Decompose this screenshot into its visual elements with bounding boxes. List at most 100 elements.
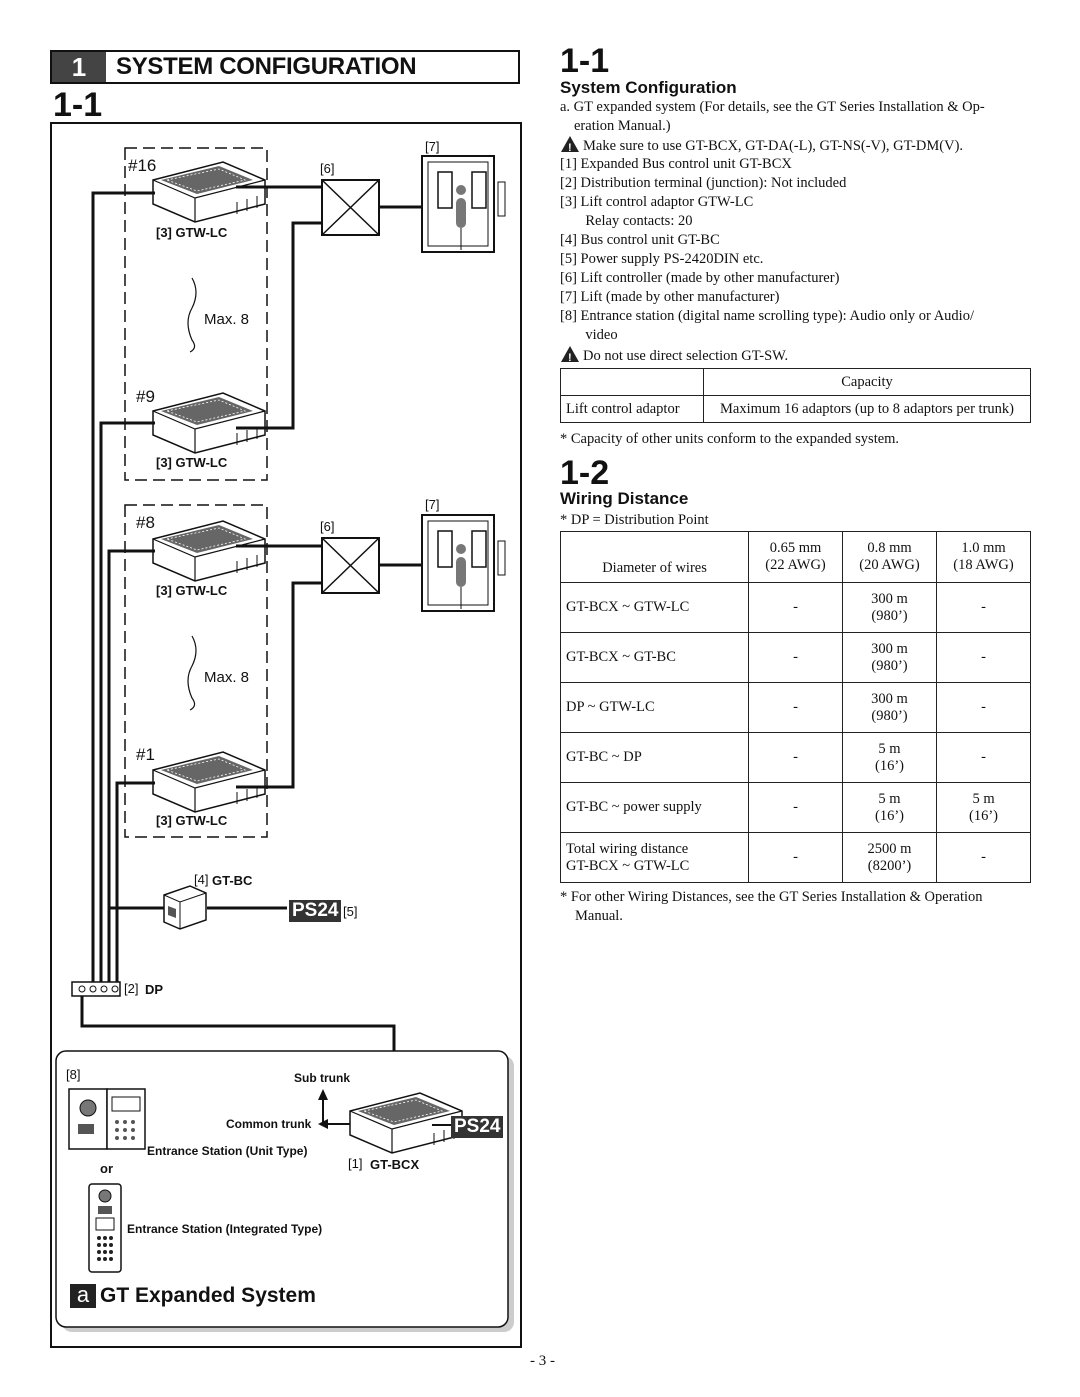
system-configuration-heading: System Configuration — [560, 78, 737, 97]
lift-controller-lower — [321, 537, 380, 594]
wiring-cell-08: 2500 m(8200’) — [841, 832, 938, 883]
footnote-line-2: Manual. — [575, 908, 623, 924]
gtwlc-label: [3] GTW-LC — [156, 455, 228, 470]
wiring-cell-08: 300 m(980’) — [841, 582, 938, 633]
wiring-cell-08: 5 m(16’) — [841, 782, 938, 833]
wiring-cell-10: 5 m(16’) — [936, 782, 1031, 833]
ps24-number: [5] — [343, 904, 358, 919]
section-title: SYSTEM CONFIGURATION — [116, 53, 417, 80]
wiring-col-1: 0.65 mm(22 AWG) — [748, 531, 843, 583]
unit-16-label: #16 — [128, 156, 157, 175]
lift-lower — [421, 514, 506, 612]
gtwlc-label: [3] GTW-LC — [156, 583, 228, 598]
entrance-station-unit — [68, 1088, 146, 1150]
list-item: [6] Lift controller (made by other manuf… — [560, 270, 840, 286]
entrance-unit-label: Entrance Station (Unit Type) — [147, 1144, 308, 1158]
wiring-cell-08: 300 m(980’) — [841, 632, 938, 683]
capacity-header: Capacity — [703, 368, 1031, 396]
gtwlc-device-1 — [152, 751, 266, 813]
wiring-cell-10: - — [936, 682, 1031, 733]
list-item: Relay contacts: 20 — [560, 213, 693, 229]
system-name: GT Expanded System — [100, 1284, 316, 1307]
wiring-cell-10: - — [936, 732, 1031, 783]
wiring-cell-065: - — [748, 682, 843, 733]
warning-1: Make sure to use GT-BCX, GT-DA(-L), GT-N… — [561, 136, 963, 158]
intro-line-1: a. GT expanded system (For details, see … — [560, 99, 985, 115]
table-row: DP ~ GTW-LC-300 m(980’)- — [559, 682, 1031, 733]
wiring-cell-065: - — [748, 632, 843, 683]
capacity-table: Capacity Lift control adaptor Maximum 16… — [560, 368, 1031, 423]
entrance-station-integrated — [88, 1183, 122, 1273]
lift-label: [7] — [425, 139, 440, 154]
section-number: 1 — [52, 52, 106, 82]
table-row: GT-BCX ~ GT-BC-300 m(980’)- — [559, 632, 1031, 683]
lift-controller-label: [6] — [320, 519, 335, 534]
gtwlc-device-8 — [152, 520, 266, 582]
wiring-header-label: Diameter of wires — [559, 531, 750, 583]
wiring-row-label: GT-BCX ~ GT-BC — [559, 632, 750, 683]
group-box-lower — [124, 504, 268, 838]
table-row: GT-BCX ~ GTW-LC-300 m(980’)- — [559, 582, 1031, 633]
table-row: GT-BC ~ power supply-5 m(16’)5 m(16’) — [559, 782, 1031, 833]
right-heading-2: 1-2 — [560, 454, 610, 492]
footnote-line-1: * For other Wiring Distances, see the GT… — [560, 889, 983, 905]
capacity-row-value: Maximum 16 adaptors (up to 8 adaptors pe… — [703, 395, 1031, 423]
dp-label: DP — [145, 982, 164, 997]
gtbc-number: [4] — [194, 872, 209, 887]
list-item: video — [560, 327, 618, 343]
gtbc-device — [163, 885, 207, 930]
sub-trunk-label: Sub trunk — [294, 1071, 350, 1085]
wiring-cell-10: - — [936, 582, 1031, 633]
unit-1-label: #1 — [136, 745, 155, 764]
gtwlc-device-16 — [152, 161, 266, 223]
unit-9-label: #9 — [136, 387, 155, 406]
gtbcx-label: GT-BCX — [370, 1157, 420, 1172]
gtbcx-number: [1] — [348, 1156, 363, 1171]
max-8-label: Max. 8 — [204, 669, 250, 686]
max-8-label: Max. 8 — [204, 311, 250, 328]
warning-icon — [561, 346, 579, 368]
list-item: [4] Bus control unit GT-BC — [560, 232, 720, 248]
ps24-badge-bcx: PS24 — [451, 1116, 504, 1138]
wiring-col-2: 0.8 mm(20 AWG) — [841, 531, 938, 583]
list-item: [8] Entrance station (digital name scrol… — [560, 308, 974, 324]
list-item: [5] Power supply PS-2420DIN etc. — [560, 251, 764, 267]
wiring-cell-065: - — [748, 732, 843, 783]
ps24-badge: PS24 — [289, 900, 342, 922]
entrance-integrated-label: Entrance Station (Integrated Type) — [127, 1222, 323, 1236]
dp-number: [2] — [124, 981, 139, 996]
system-badge: a — [70, 1284, 96, 1308]
right-heading-1: 1-1 — [560, 42, 610, 80]
wiring-cell-08: 300 m(980’) — [841, 682, 938, 733]
wiring-cell-065: - — [748, 782, 843, 833]
wiring-cell-065: - — [748, 832, 843, 883]
diagram-frame — [50, 122, 522, 1348]
wiring-row-label: GT-BCX ~ GTW-LC — [559, 582, 750, 633]
gtwlc-device-9 — [152, 392, 266, 454]
lift-upper — [421, 155, 506, 253]
gtwlc-label: [3] GTW-LC — [156, 813, 228, 828]
wiring-cell-10: - — [936, 832, 1031, 883]
group-box-upper — [124, 147, 268, 481]
or-label: or — [100, 1161, 113, 1176]
lift-controller-label: [6] — [320, 161, 335, 176]
common-trunk-label: Common trunk — [226, 1117, 312, 1131]
list-item: [3] Lift control adaptor GTW-LC — [560, 194, 754, 210]
warning-icon — [561, 136, 579, 158]
dp-note: * DP = Distribution Point — [560, 512, 709, 528]
gtbc-label: GT-BC — [212, 873, 253, 888]
warning-2: Do not use direct selection GT-SW. — [561, 346, 788, 368]
entrance-number: [8] — [66, 1067, 81, 1082]
page-number: - 3 - — [530, 1353, 555, 1369]
wiring-cell-065: - — [748, 582, 843, 633]
wiring-distance-heading: Wiring Distance — [560, 489, 689, 508]
wiring-row-label: DP ~ GTW-LC — [559, 682, 750, 733]
wiring-table: Diameter of wires 0.65 mm(22 AWG) 0.8 mm… — [559, 531, 1031, 883]
list-item: [7] Lift (made by other manufacturer) — [560, 289, 780, 305]
list-item: [1] Expanded Bus control unit GT-BCX — [560, 156, 792, 172]
capacity-note: * Capacity of other units conform to the… — [560, 431, 900, 447]
gtwlc-label: [3] GTW-LC — [156, 225, 228, 240]
